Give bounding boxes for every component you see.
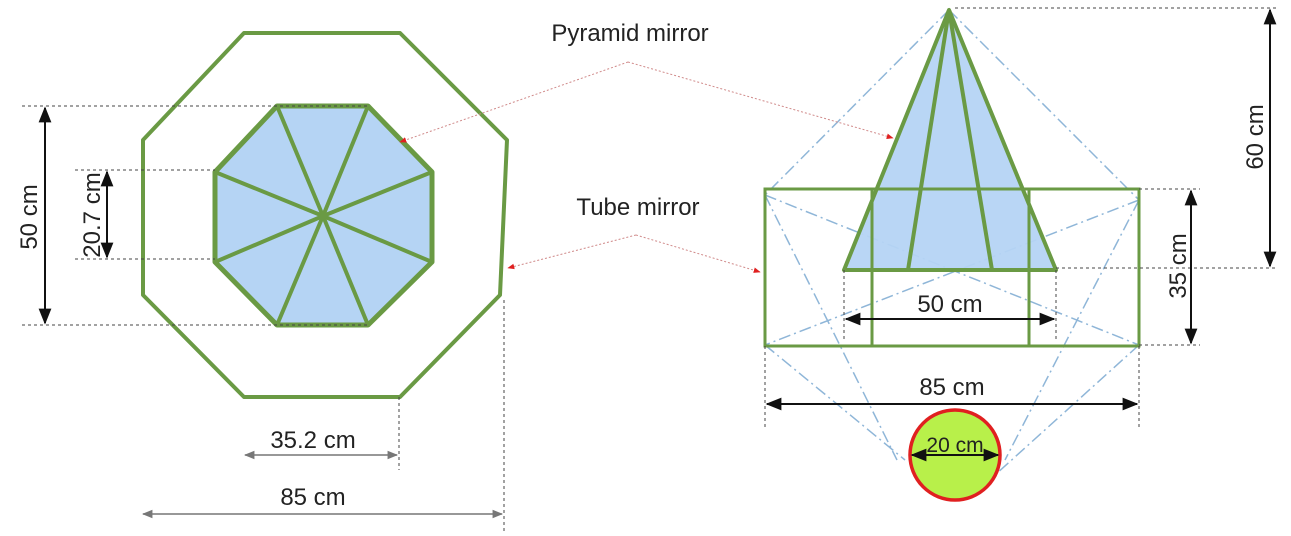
dim-outer-width-label: 85 cm <box>280 484 345 511</box>
side-view: 60 cm 35 cm 50 cm 85 cm 20 cm <box>763 7 1278 502</box>
pyramid-apex-dot <box>318 211 328 221</box>
dim-side-label: 35.2 cm <box>270 427 355 454</box>
side-view-extension-lines <box>764 7 1278 430</box>
pyramid-ridges <box>214 105 433 326</box>
dim-height-total-label: 60 cm <box>1242 104 1269 169</box>
top-view: 50 cm 20.7 cm 35.2 cm 85 cm <box>16 31 509 532</box>
tube-mirror-octagon <box>141 31 509 399</box>
callouts: Pyramid mirror Tube mirror <box>399 20 894 273</box>
dim-inner-height-label: 20.7 cm <box>79 172 106 257</box>
pyramid-mirror-label: Pyramid mirror <box>551 20 708 47</box>
dim-tube-height-label: 35 cm <box>1165 233 1192 298</box>
pyramid-side-ridges <box>906 9 994 271</box>
top-view-extension-lines <box>22 105 505 532</box>
dim-pyramid-base-label: 50 cm <box>917 291 982 318</box>
pyramid-mirror-side <box>842 8 1058 272</box>
dim-target-label: 20 cm <box>926 434 983 457</box>
dim-tube-width-label: 85 cm <box>919 374 984 401</box>
dim-outer-height-label: 50 cm <box>16 184 43 249</box>
callout-leader-lines <box>399 61 894 273</box>
tube-mirror-label: Tube mirror <box>576 194 699 221</box>
